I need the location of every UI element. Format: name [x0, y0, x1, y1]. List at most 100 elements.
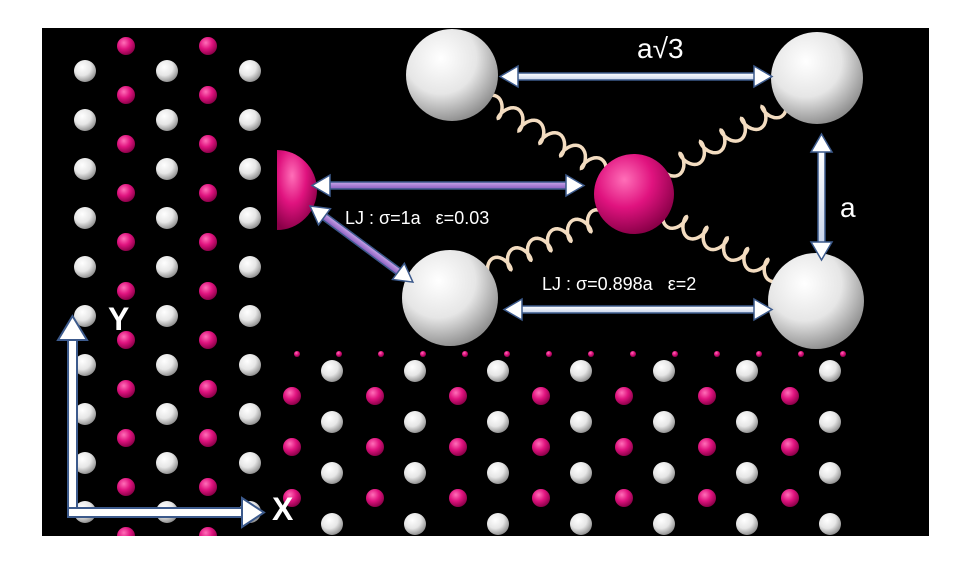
white-atom [321, 411, 343, 433]
spring [485, 208, 613, 281]
magenta-atom [615, 387, 633, 405]
magenta-atom [199, 233, 217, 251]
magenta-atom [449, 438, 467, 456]
white-atom [239, 256, 261, 278]
magenta-atom [117, 37, 135, 55]
white-atom [239, 354, 261, 376]
white-atom [74, 403, 96, 425]
white-atom [736, 411, 758, 433]
white-atom [74, 256, 96, 278]
magenta-atom [781, 438, 799, 456]
magenta-atom [756, 351, 762, 357]
white-atom [736, 513, 758, 535]
white-atom [74, 158, 96, 180]
magenta-atom [117, 86, 135, 104]
white-atom [321, 462, 343, 484]
magenta-atom [199, 282, 217, 300]
white-atom [321, 513, 343, 535]
magenta-atom [199, 184, 217, 202]
magenta-atom [366, 438, 384, 456]
magenta-atom [420, 351, 426, 357]
white-atom [74, 452, 96, 474]
white-atom [156, 207, 178, 229]
white-atom [487, 411, 509, 433]
bottom-lattice-substrate [283, 351, 846, 535]
magenta-atom [117, 380, 135, 398]
magenta-atom [462, 351, 468, 357]
magenta-atom [199, 478, 217, 496]
magenta-atom [698, 387, 716, 405]
white-atom [321, 360, 343, 382]
magenta-atom [366, 387, 384, 405]
label-a-root3: a√3 [637, 33, 684, 64]
magenta-atom [199, 331, 217, 349]
white-atom [156, 60, 178, 82]
white-atom [653, 462, 675, 484]
magenta-atom [781, 387, 799, 405]
magenta-atom [199, 86, 217, 104]
magenta-atom [588, 351, 594, 357]
white-atom [156, 354, 178, 376]
white-atom [819, 411, 841, 433]
magenta-atom [199, 527, 217, 536]
white-atom [404, 411, 426, 433]
spring [475, 93, 609, 183]
magenta-atom [117, 233, 135, 251]
magenta-atom [449, 387, 467, 405]
magenta-atom [546, 351, 552, 357]
magenta-atom [366, 489, 384, 507]
white-atom [487, 360, 509, 382]
magenta-atom [781, 489, 799, 507]
magenta-atom [117, 527, 135, 536]
atom-top-left [406, 29, 498, 121]
arrow-top-horizontal [498, 64, 774, 89]
magenta-atom [117, 331, 135, 349]
magenta-atom [117, 282, 135, 300]
magenta-atom [199, 135, 217, 153]
white-atom [74, 109, 96, 131]
white-atom [570, 513, 592, 535]
magenta-atom [615, 489, 633, 507]
white-atom [570, 360, 592, 382]
atom-top-right [771, 32, 863, 124]
magenta-atom [283, 489, 301, 507]
magenta-atom [714, 351, 720, 357]
white-atom [239, 305, 261, 327]
white-atom [736, 462, 758, 484]
white-atom [156, 403, 178, 425]
white-atom [156, 452, 178, 474]
white-atom [156, 305, 178, 327]
white-atom [736, 360, 758, 382]
white-atom [74, 207, 96, 229]
white-atom [239, 60, 261, 82]
white-atom [239, 403, 261, 425]
arrow-wall-to-bottom-atom [308, 205, 415, 284]
label-lj-particle: LJ : σ=0.898a ε=2 [542, 274, 696, 294]
axis-x-label: X [272, 491, 294, 527]
white-atom [156, 158, 178, 180]
magenta-atom [449, 489, 467, 507]
magenta-atom [117, 184, 135, 202]
white-atom [653, 360, 675, 382]
axes-arrows [56, 314, 266, 529]
spring [657, 94, 789, 178]
atom-bottom-right [768, 253, 864, 349]
atom-bottom-left [402, 250, 498, 346]
white-atom [653, 513, 675, 535]
magenta-atom [117, 135, 135, 153]
magenta-atom [336, 351, 342, 357]
white-atom [653, 411, 675, 433]
white-atom [404, 462, 426, 484]
white-atom [239, 207, 261, 229]
magenta-atom [698, 438, 716, 456]
white-atom [156, 109, 178, 131]
magenta-atom [532, 387, 550, 405]
magenta-atom [294, 351, 300, 357]
white-atom [74, 305, 96, 327]
axis-y-label: Y [108, 301, 129, 337]
magenta-atom [283, 387, 301, 405]
atom-center [594, 154, 674, 234]
white-atom [819, 513, 841, 535]
arrow-bottom-horizontal [502, 297, 774, 322]
label-lj-wall: LJ : σ=1a ε=0.03 [345, 208, 489, 228]
